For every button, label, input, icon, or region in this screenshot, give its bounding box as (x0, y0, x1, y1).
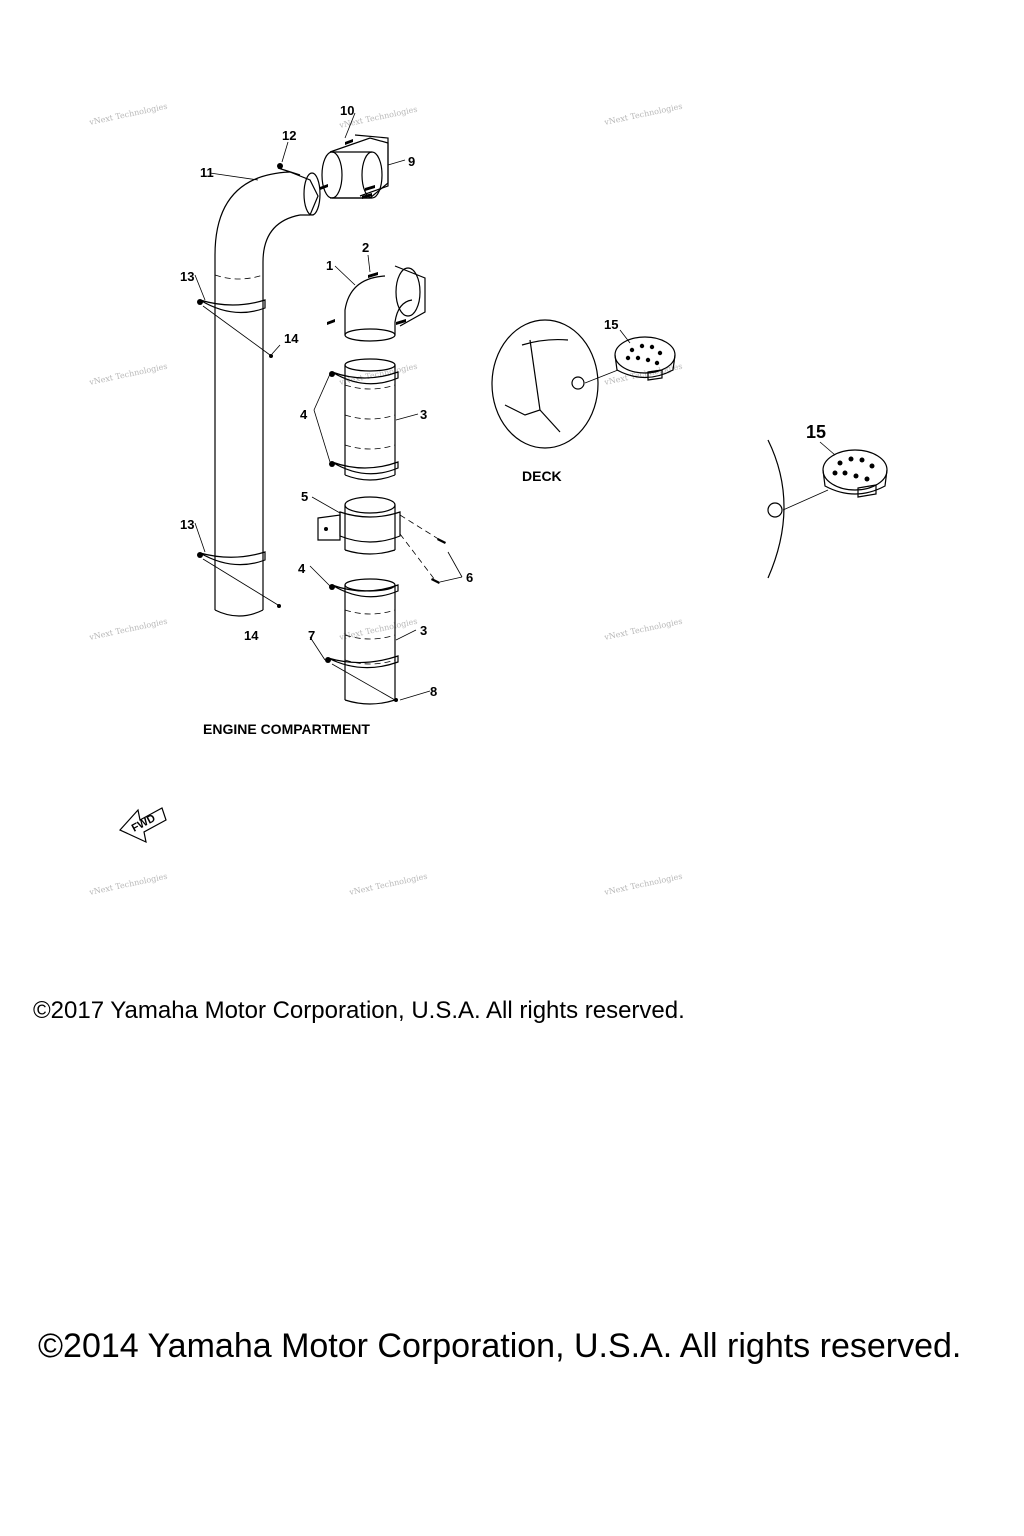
vent-cap-15-large (767, 439, 888, 579)
clamp-13-upper (197, 299, 273, 358)
watermark-7: vNext Technologies (88, 617, 169, 643)
elbow-1 (327, 265, 426, 342)
callout-12: 12 (282, 128, 296, 143)
deck-inset (491, 319, 619, 449)
clamp-4-upper-b (329, 461, 399, 475)
copyright-2014: ©2014 Yamaha Motor Corporation, U.S.A. A… (38, 1327, 962, 1365)
leader-lines (194, 112, 836, 701)
callout-15-small: 15 (604, 317, 618, 332)
watermark-10: vNext Technologies (88, 872, 169, 898)
copyright-2017: ©2017 Yamaha Motor Corporation, U.S.A. A… (33, 997, 685, 1024)
flange-9 (320, 134, 389, 199)
callout-10: 10 (340, 103, 354, 118)
callout-15-large: 15 (806, 422, 826, 442)
bracket-5 (317, 496, 446, 584)
watermark-3: vNext Technologies (603, 102, 684, 128)
callout-13-upper: 13 (180, 269, 194, 284)
watermark-1: vNext Technologies (88, 102, 169, 128)
watermark-9: vNext Technologies (603, 617, 684, 643)
fwd-label: FWD (130, 812, 158, 834)
callout-6: 6 (466, 570, 473, 585)
pipe-11 (214, 171, 321, 617)
callout-14-lower: 14 (244, 628, 259, 643)
watermark-6: vNext Technologies (603, 362, 684, 388)
callout-2: 2 (362, 240, 369, 255)
deck-label: DECK (522, 468, 562, 484)
watermarks: vNext Technologies vNext Technologies vN… (88, 102, 684, 898)
clamp-12 (277, 163, 301, 176)
clamp-4-upper-a (329, 371, 399, 385)
clamp-7 (325, 655, 399, 702)
hose-3-lower (344, 578, 396, 705)
callout-14-upper: 14 (284, 331, 299, 346)
fwd-arrow-icon: FWD (119, 807, 167, 844)
clamp-4-lower (329, 584, 399, 598)
vent-cap-15-small (614, 336, 676, 381)
callout-13-lower: 13 (180, 517, 194, 532)
callout-11: 11 (200, 165, 214, 180)
hose-3-upper (344, 358, 396, 481)
callout-4-lower: 4 (298, 561, 306, 576)
clamp-13-lower (197, 551, 281, 608)
callout-3-upper: 3 (420, 407, 427, 422)
engine-compartment-label: ENGINE COMPARTMENT (203, 721, 370, 737)
callout-7: 7 (308, 628, 315, 643)
callout-3-lower: 3 (420, 623, 427, 638)
watermark-12: vNext Technologies (603, 872, 684, 898)
callout-4-upper: 4 (300, 407, 308, 422)
watermark-4: vNext Technologies (88, 362, 169, 388)
callout-9: 9 (408, 154, 415, 169)
callout-1: 1 (326, 258, 333, 273)
callout-5: 5 (301, 489, 308, 504)
callout-8: 8 (430, 684, 437, 699)
watermark-11: vNext Technologies (348, 872, 429, 898)
